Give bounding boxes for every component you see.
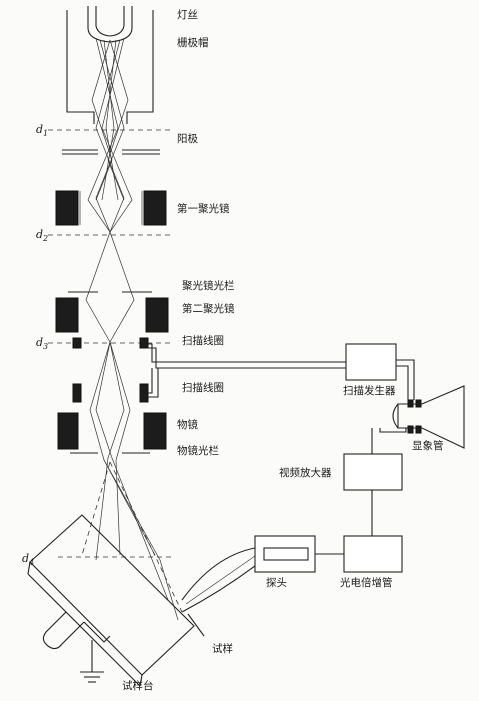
label-photomultiplier: 光电倍增管	[340, 576, 393, 589]
scan-coil-2-left	[72, 383, 82, 403]
label-second-condenser: 第二聚光镜	[182, 302, 235, 315]
scan-wiring	[148, 343, 415, 400]
scan-coil-1-left	[72, 337, 82, 349]
first-condenser-coil-left	[55, 190, 79, 226]
first-condenser-coil-right	[143, 190, 167, 226]
label-scan-coil-1: 扫描线圈	[182, 334, 224, 347]
label-objective-lens: 物镜	[177, 418, 198, 431]
scan-coil-2-right	[139, 383, 149, 403]
label-specimen: 试样	[212, 642, 233, 655]
specimen-pointer	[187, 613, 205, 637]
objective-coil-left	[57, 412, 79, 450]
label-objective-aperture: 物镜光栏	[177, 444, 219, 457]
scan-coils-1	[72, 337, 149, 349]
crt-tube	[392, 385, 465, 449]
scan-generator-box	[345, 343, 397, 381]
label-stage: 试样台	[122, 679, 154, 692]
photomultiplier-box	[343, 535, 403, 573]
probe-light-guide	[263, 547, 309, 561]
objective-lens-coils	[57, 412, 167, 454]
second-condenser-coil-right	[145, 297, 169, 333]
label-first-condenser: 第一聚光镜	[177, 202, 230, 215]
label-d2: d2	[36, 228, 48, 243]
crt-lead	[379, 428, 407, 433]
se-path-mid	[185, 555, 256, 605]
objective-coil-right	[143, 412, 167, 450]
se-path-lower	[181, 565, 256, 613]
label-video-amplifier: 视频放大器	[279, 466, 332, 479]
specimen-block	[29, 514, 195, 676]
label-crt: 显象管	[412, 439, 444, 452]
video-amplifier-box	[343, 453, 403, 491]
stage-stem	[42, 611, 85, 650]
label-anode: 阳极	[177, 132, 198, 145]
electron-gun	[48, 6, 170, 155]
label-probe: 探头	[266, 576, 287, 589]
label-condenser-aperture: 聚光镜光栏	[182, 279, 235, 292]
stage-plate	[27, 573, 141, 687]
label-d1: d1	[36, 123, 48, 138]
label-d3: d3	[36, 336, 48, 351]
beam-rays	[81, 37, 183, 621]
second-condenser-coil-left	[55, 297, 79, 333]
label-d4: d4	[22, 552, 34, 567]
grid-cap-left	[66, 10, 95, 124]
scan-coils-2	[72, 383, 149, 403]
filament-wire-inner	[95, 6, 125, 37]
grid-cap-right	[126, 10, 154, 124]
first-condenser-coils	[55, 190, 167, 226]
filament-wire	[87, 6, 133, 43]
label-grid-cap: 栅极帽	[177, 36, 209, 49]
specimen-stage	[27, 514, 205, 687]
second-condenser-coils	[55, 291, 169, 333]
scan-coil-1-right	[139, 337, 149, 349]
label-filament: 灯丝	[177, 9, 198, 21]
label-scan-generator: 扫描发生器	[343, 384, 396, 397]
se-path-upper	[181, 547, 256, 601]
label-scan-coil-2: 扫描线圈	[182, 381, 224, 394]
